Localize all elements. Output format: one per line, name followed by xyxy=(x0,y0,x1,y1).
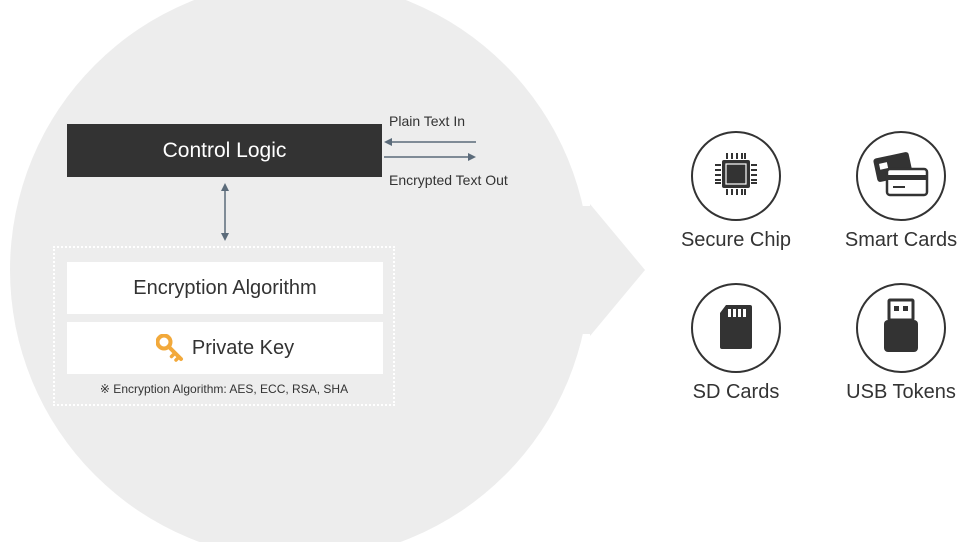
smart-cards-label: Smart Cards xyxy=(844,229,958,251)
plain-text-in-label: Plain Text In xyxy=(389,113,466,129)
encrypted-text-out-label: Encrypted Text Out xyxy=(389,172,508,188)
private-key-label: Private Key xyxy=(191,336,295,359)
usb-tokens-circle xyxy=(856,283,946,373)
control-logic-label: Control Logic xyxy=(162,138,287,162)
usb-token-icon xyxy=(879,296,923,361)
secure-chip-circle xyxy=(691,131,781,221)
key-icon xyxy=(155,334,184,362)
arrow-head xyxy=(520,204,645,336)
device-secure-chip: Secure Chip xyxy=(651,131,821,252)
smart-cards-circle xyxy=(856,131,946,221)
algorithm-footnote: ※ Encryption Algorithm: AES, ECC, RSA, S… xyxy=(99,382,349,396)
private-key-box: Private Key xyxy=(67,322,383,374)
device-usb-tokens: USB Tokens xyxy=(816,283,960,404)
control-logic-box: Control Logic xyxy=(67,124,382,177)
vertical-double-arrow xyxy=(221,183,229,241)
usb-tokens-label: USB Tokens xyxy=(846,381,956,403)
secure-chip-label: Secure Chip xyxy=(680,229,792,251)
encryption-algorithm-label: Encryption Algorithm xyxy=(133,276,317,299)
device-sd-cards: SD Cards xyxy=(651,283,821,404)
chip-icon xyxy=(711,149,761,204)
plain-text-in-arrow xyxy=(384,138,476,146)
smart-card-icon xyxy=(871,149,931,204)
sd-card-icon xyxy=(716,301,756,356)
encrypted-text-out-arrow xyxy=(384,153,476,161)
encryption-algorithm-box: Encryption Algorithm xyxy=(67,262,383,314)
crypto-module-group xyxy=(53,246,395,406)
sd-cards-label: SD Cards xyxy=(692,381,780,403)
device-smart-cards: Smart Cards xyxy=(816,131,960,252)
sd-cards-circle xyxy=(691,283,781,373)
